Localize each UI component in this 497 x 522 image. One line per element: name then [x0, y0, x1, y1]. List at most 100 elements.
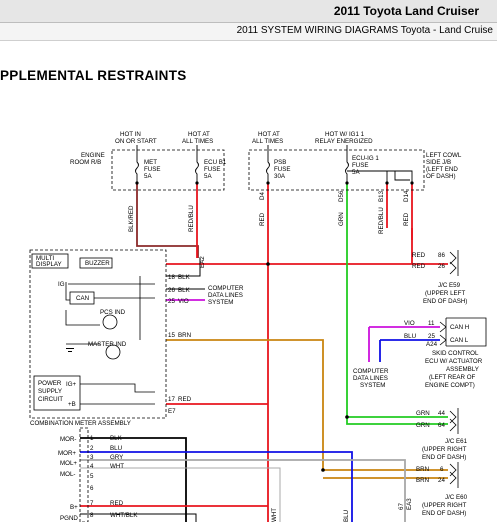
pin-15: 15 [168, 332, 175, 339]
power-supply-1: POWER [38, 380, 62, 387]
cdl1-3: SYSTEM [208, 299, 233, 306]
power-supply-box [33, 375, 81, 411]
e59-pin-2: 26 [438, 263, 445, 270]
label-engine-room-2: ROOM R/B [70, 159, 101, 166]
terminal-b13 [385, 181, 389, 185]
e59-pin-1: 86 [438, 252, 445, 259]
vlabel-d56: D56 [338, 190, 345, 202]
header-bar: 2011 Toyota Land Cruiser [0, 0, 497, 23]
pin-25: 25 [168, 298, 175, 305]
label-left-cowl-1: LEFT COWL [426, 152, 462, 159]
side-mol-plus: MOL+ [60, 460, 77, 467]
terminal-psb [266, 181, 270, 185]
e59-label-2: (UPPER LEFT [425, 290, 465, 297]
label-hot-at-2a: HOT AT [258, 131, 280, 138]
meter-assembly-label: COMBINATION METER ASSEMBLY [30, 420, 131, 427]
cdl2-1: COMPUTER [353, 368, 389, 375]
jc-e60-bracket [449, 462, 459, 488]
e7-label: E7 [168, 408, 176, 415]
e60-label-3: END OF DASH) [422, 510, 466, 517]
vehicle-title: 2011 Toyota Land Cruiser [333, 4, 479, 18]
e61-pin-2: 64 [438, 422, 445, 429]
e61-label-3: END OF DASH) [422, 454, 466, 461]
skid-wire-2: BLU [404, 333, 416, 340]
multi-display-box [31, 253, 69, 269]
terminal-met [135, 181, 139, 185]
e60-pin-2: 24 [438, 477, 445, 484]
row-pin-6: 6 [90, 485, 94, 492]
fuse-ig1-1: ECU-IG 1 [352, 155, 379, 162]
pin-18-wire: BLK [178, 274, 191, 281]
skid-label-4: (LEFT REAR OF [429, 374, 476, 381]
skid-label-2: ECU W/ ACTUATOR [425, 358, 483, 365]
vlabel-ea2: EA2 [199, 256, 206, 268]
e60-ea3: EA3 [406, 498, 413, 510]
buzzer-label: BUZZER [85, 260, 110, 267]
row-pin-1: 1 [90, 435, 94, 442]
side-mor-plus: MOR+ [58, 450, 76, 457]
fuse-ig1-3: 5A [352, 169, 360, 176]
pin-25-wire: VIO [178, 298, 189, 305]
section-title: PPLEMENTAL RESTRAINTS [0, 68, 187, 83]
pin-17-wire: RED [178, 396, 192, 403]
vlabel-red-blu-1: RED/BLU [188, 205, 195, 232]
cdl2-3: SYSTEM [360, 382, 385, 389]
side-b-plus: B+ [70, 504, 78, 511]
terminal-ecu-ig1 [345, 181, 349, 185]
vlabel-d4: D4 [259, 192, 266, 200]
skid-pin-1: 11 [428, 320, 435, 327]
terminal-ecu-b1 [195, 181, 199, 185]
vlabel-b13: B13 [378, 190, 385, 202]
vlabel-red: RED [259, 212, 266, 226]
splice-red [266, 262, 270, 266]
skid-pin-2: 25 [428, 333, 435, 340]
wire-blk-18 [166, 258, 201, 277]
skid-bracket [439, 317, 487, 347]
vlabel-d14: D14 [403, 190, 410, 202]
pin-17: 17 [168, 396, 175, 403]
multi-display-1: MULTI [36, 255, 54, 262]
bottom-connector-box [79, 427, 89, 522]
cdl1-1: COMPUTER [208, 285, 244, 292]
skid-label-1: SKID CONTROL [432, 350, 479, 357]
jc-e61-bracket [449, 408, 459, 434]
fuse-symbols [135, 145, 413, 183]
ground-symbol [66, 348, 74, 352]
wire-bottom-blu [80, 451, 353, 522]
fuse-terminals [135, 181, 414, 472]
label-engine-room-1: ENGINE [81, 152, 105, 159]
skid-label-5: ENGINE COMPT) [425, 382, 475, 389]
row-pin-8: 8 [90, 512, 94, 519]
fuse-psb-1: PSB [274, 159, 286, 166]
connectors-right [439, 250, 487, 488]
row-wire-1: BLK [110, 435, 123, 442]
bottom-vlabel-blu: BLU [343, 510, 350, 522]
fuse-ecu-b1-symbol [195, 155, 199, 183]
meter-lines [65, 276, 155, 405]
row-pin-2: 2 [90, 445, 94, 452]
bottom-vlabel-wht: WHT [271, 508, 278, 522]
fuse-psb-symbol [266, 155, 270, 183]
engine-room-rb-box [111, 149, 225, 191]
pin-26-wire: BLK [178, 287, 191, 294]
fuse-met-symbol [135, 155, 139, 183]
e60-label-1: J/C E60 [445, 494, 468, 501]
vlabel-blk-red: BLK/RED [128, 205, 135, 232]
row-pin-5: 5 [90, 473, 94, 480]
vlabel-red-2: RED [403, 212, 410, 226]
row-wire-8: WHT/BLK [110, 512, 138, 519]
label-hot-in-1: HOT IN [120, 131, 141, 138]
label-hot-ig1-2: RELAY ENERGIZED [315, 138, 373, 145]
wire-bottom-whtblk [80, 513, 197, 522]
e61-wire-1: GRN [416, 410, 430, 417]
e61-pin-1: 44 [438, 410, 445, 417]
skid-can-h: CAN H [450, 324, 469, 331]
row-wire-3: GRY [110, 454, 123, 461]
label-left-cowl-2: SIDE J/B [426, 159, 451, 166]
e60-label-2: (UPPER RIGHT [422, 502, 467, 509]
meter-ground [66, 348, 74, 352]
meter-box [29, 249, 167, 419]
label-hot-in-2: ON OR START [115, 138, 157, 145]
wire-blu [379, 339, 440, 362]
